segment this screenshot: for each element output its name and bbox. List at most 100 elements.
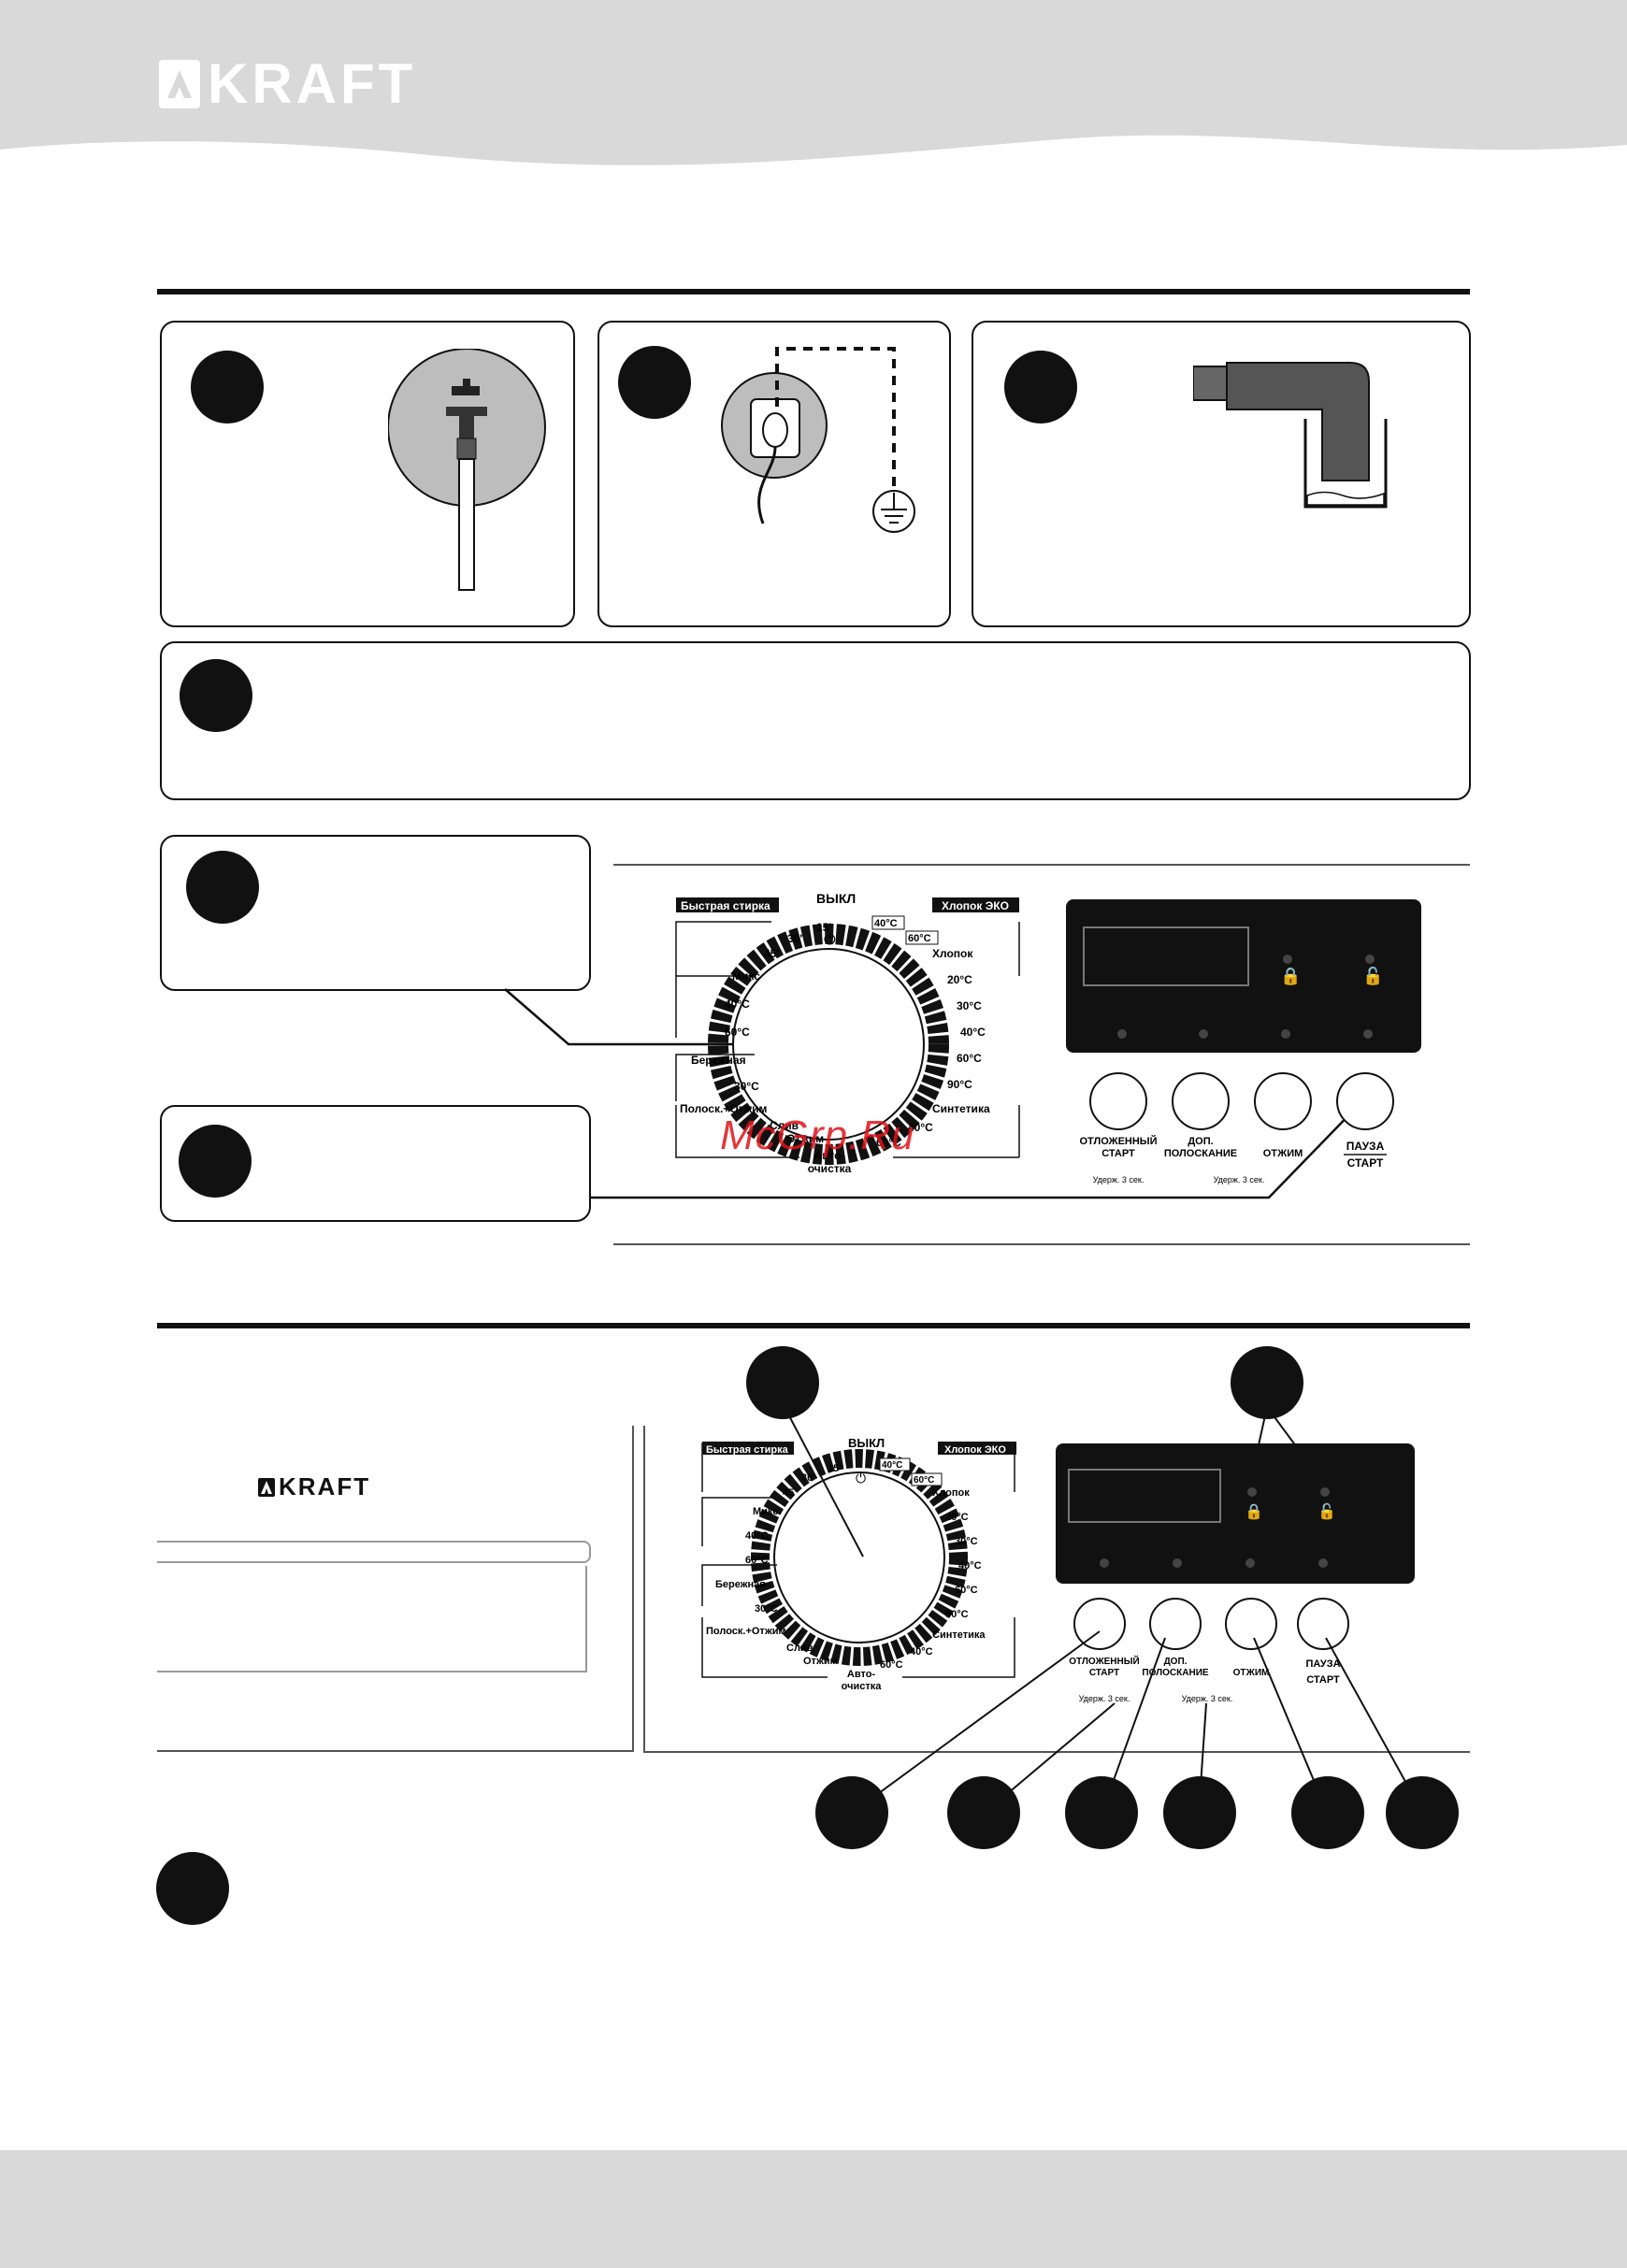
callout-badge-dial [746,1346,819,1419]
label-synthetic-40-2: 40°C [910,1646,933,1658]
water-tap-icon [388,349,546,591]
label-cotton-40: 40°C [960,1026,986,1039]
label-delicate-2: Бережная [715,1579,766,1590]
power-icon-2: ⏻ [856,1471,866,1486]
tag-cotton-eco-2: Хлопок ЭКО [944,1444,1006,1456]
label-mix-40-2: 40°C [745,1530,769,1542]
delayed-start-button[interactable] [1089,1072,1147,1130]
callout-badge-lock [1163,1776,1236,1849]
section-divider-top [157,289,1470,294]
hold-hint-3: Удерж. 3 сек. [1079,1694,1130,1703]
spin-button-2[interactable] [1225,1598,1277,1650]
tag-quick-wash: Быстрая стирка [681,899,770,912]
label-delicate-30-2: 30°C [755,1603,778,1615]
header-wave-background [0,0,1627,165]
hold-hint-2: Удерж. 3 сек. [1214,1175,1265,1184]
label-delicate: Бережная [691,1054,746,1067]
spin-label-2: ОТЖИМ [1233,1668,1270,1678]
label-auto-clean-2: Авто-очистка [842,1669,883,1692]
delayed-start-button-2[interactable] [1073,1598,1126,1650]
label-mix-60-2: 60°C [745,1555,769,1566]
control-panel-diagram-2: Быстрая стирка Хлопок ЭКО ВЫКЛ ⏻ 40°C 60… [701,1436,1415,1703]
label-15min: 15' [816,921,831,934]
step-badge-bottom [156,1852,229,1925]
step-badge [1004,351,1077,423]
step-badge [180,659,252,732]
step-badge [618,346,691,419]
display-panel: 🔒 🔓 [1066,899,1421,1053]
label-drain: Слив [770,1119,799,1132]
label-cotton-20-2: 20°C [945,1512,969,1523]
label-cotton-30-2: 30°C [955,1536,978,1547]
label-cotton-20: 20°C [947,973,972,986]
step-box-power-outlet [598,321,951,627]
eco-temp-60: 60°C [908,933,931,944]
small-logo-mark-icon [258,1477,275,1497]
extra-rinse-label: ДОП.ПОЛОСКАНИЕ [1164,1136,1237,1159]
power-icon: ⏻ [824,932,836,948]
label-synthetic-2: Синтетика [932,1629,986,1641]
eco-temp-60-2: 60°C [914,1475,934,1486]
callout-box-program-dial [160,835,591,991]
display-panel-2: 🔒 🔓 [1056,1443,1415,1584]
door-lock-icon: 🔓 [1362,966,1383,985]
label-synthetic-40: 40°C [908,1121,933,1134]
label-mix: Микс [732,969,760,983]
door-lock-icon-2: 🔓 [1317,1502,1336,1520]
section-divider-bottom [157,1323,1470,1328]
label-cotton-60-2: 60°C [955,1585,978,1596]
label-cotton-90: 90°C [947,1078,972,1091]
label-spin: Отжим [786,1132,824,1145]
label-30min: 30' [787,932,802,945]
child-lock-icon: 🔒 [1280,967,1301,985]
small-brand-logo: KRAFT [258,1472,370,1501]
step-box-drain-hose [972,321,1471,627]
label-45min: 45' [764,947,779,960]
extra-rinse-button-2[interactable] [1149,1598,1202,1650]
panel-frame-top-line [613,864,1470,866]
callout-badge-sound [947,1776,1020,1849]
pause-label: ПАУЗА [1346,1140,1385,1153]
pause-start-button-2[interactable] [1297,1598,1349,1650]
callout-badge-spin [1291,1776,1364,1849]
brand-name: KRAFT [208,52,417,115]
label-cotton-40-2: 40°C [958,1560,982,1572]
off-label-2: ВЫКЛ [848,1436,885,1450]
label-30min-2: 30' [801,1472,815,1484]
step-badge [191,351,264,423]
footer-band [0,2150,1627,2268]
pause-label-2: ПАУЗА [1305,1658,1340,1670]
label-mix-40: 40°C [725,998,750,1011]
tag-quick-wash-2: Быстрая стирка [706,1444,789,1456]
label-rinse-spin-2: Полоск.+Отжим [706,1626,786,1637]
callout-badge-indicators [1231,1346,1303,1419]
extra-rinse-label-2: ДОП.ПОЛОСКАНИЕ [1142,1657,1208,1678]
watermark: McGrp.Ru [720,1112,915,1158]
start-label-2: СТАРТ [1306,1674,1340,1686]
label-mix-2: Микс [753,1506,778,1517]
label-synthetic-60-2: 60°C [880,1659,903,1671]
label-drain-2: Слив [786,1643,814,1654]
machine-top-sketch: KRAFT [157,1426,634,1752]
label-synthetic: Синтетика [932,1102,990,1115]
brand-logo: KRAFT [159,52,417,115]
label-mix-60: 60°C [725,1026,750,1039]
tag-cotton-eco: Хлопок ЭКО [942,899,1009,912]
callout-box-start-button [160,1105,591,1222]
step-box-water-tap [160,321,575,627]
label-rinse-spin: Полоск.+Отжим [680,1102,768,1115]
spin-button[interactable] [1254,1072,1312,1130]
control-panel-diagram: Быстрая стирка Хлопок ЭКО ВЫКЛ ⏻ 40°C 60… [675,891,1421,1184]
extra-rinse-button[interactable] [1172,1072,1230,1130]
hold-hint-1: Удерж. 3 сек. [1093,1175,1145,1184]
pause-start-button[interactable] [1336,1072,1394,1130]
label-cotton-30: 30°C [957,999,982,1012]
label-auto-clean: Авто-очистка [808,1149,852,1175]
child-lock-icon-2: 🔒 [1245,1503,1263,1520]
label-cotton-90-2: 90°C [945,1609,969,1620]
panel-frame-bottom-line [613,1243,1470,1245]
label-45min-2: 45' [783,1487,797,1499]
step-box-wide [160,641,1471,800]
